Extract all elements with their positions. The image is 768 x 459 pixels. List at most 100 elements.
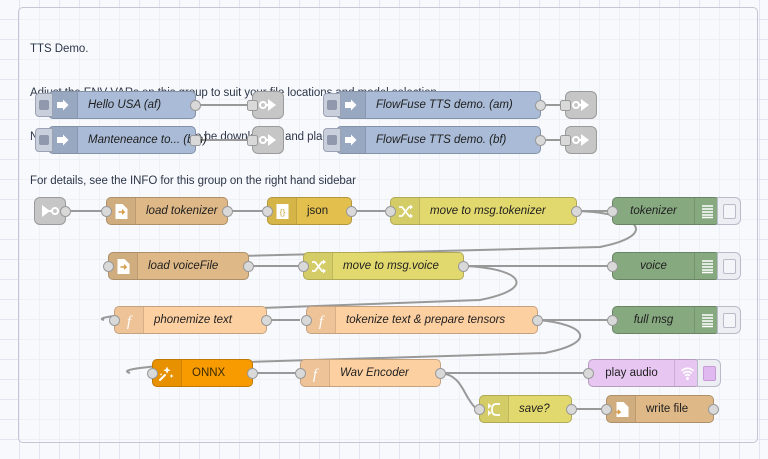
input-port[interactable] xyxy=(298,261,309,272)
input-port[interactable] xyxy=(103,261,114,272)
function-node-tokenize-text[interactable]: f tokenize text & prepare tensors xyxy=(301,306,543,334)
node-label: full msg xyxy=(633,314,674,326)
debug-node-tokenizer[interactable]: tokenizer xyxy=(607,197,741,225)
inject-trigger-button[interactable] xyxy=(323,128,341,152)
node-label: tokenize text & prepare tensors xyxy=(346,314,506,326)
link-in-node-1[interactable] xyxy=(34,197,71,225)
node-label: ONNX xyxy=(192,367,226,379)
group-comment-line-4: For details, see the INFO for this group… xyxy=(30,174,356,187)
json-node[interactable]: {} json xyxy=(262,197,357,225)
output-port[interactable] xyxy=(190,100,201,111)
output-port[interactable] xyxy=(535,135,546,146)
input-port[interactable] xyxy=(101,206,112,217)
input-port[interactable] xyxy=(560,135,571,146)
debug-toggle-button[interactable] xyxy=(717,197,741,225)
svg-text:f: f xyxy=(127,314,133,329)
onnx-node[interactable]: ONNX xyxy=(147,359,258,387)
link-in-icon xyxy=(35,198,65,224)
output-port[interactable] xyxy=(535,100,546,111)
group-comment-line-1: TTS Demo. xyxy=(30,43,89,56)
output-port[interactable] xyxy=(261,315,272,326)
debug-toggle-button[interactable] xyxy=(717,252,741,280)
link-out-node-3[interactable] xyxy=(560,91,597,119)
debug-lines-icon xyxy=(694,198,719,224)
change-node-move-to-voice[interactable]: move to msg.voice xyxy=(298,252,469,280)
output-port[interactable] xyxy=(346,206,357,217)
link-out-node-1[interactable] xyxy=(247,91,284,119)
output-port[interactable] xyxy=(247,368,258,379)
node-label: phonemize text xyxy=(154,314,232,326)
debug-lines-icon xyxy=(694,307,719,333)
switch-node-save[interactable]: save? xyxy=(474,395,577,423)
node-label: move to msg.tokenizer xyxy=(430,205,546,217)
output-port[interactable] xyxy=(435,368,446,379)
link-out-node-4[interactable] xyxy=(560,126,597,154)
function-node-wav-encoder[interactable]: f Wav Encoder xyxy=(295,359,446,387)
output-port[interactable] xyxy=(566,404,577,415)
node-label: move to msg.voice xyxy=(343,260,439,272)
node-label: load tokenizer xyxy=(146,205,218,217)
file-in-node-load-tokenizer[interactable]: load tokenizer xyxy=(101,197,233,225)
inject-node-hello-usa[interactable]: Hello USA (af) xyxy=(35,91,201,119)
node-label: Wav Encoder xyxy=(340,367,409,379)
debug-toggle-button[interactable] xyxy=(717,306,741,334)
input-port[interactable] xyxy=(147,368,158,379)
node-label: Hello USA (af) xyxy=(88,99,162,111)
output-port[interactable] xyxy=(708,404,719,415)
input-port[interactable] xyxy=(247,100,258,111)
inject-arrow-icon xyxy=(49,127,78,153)
output-port[interactable] xyxy=(222,206,233,217)
inject-arrow-icon xyxy=(337,92,366,118)
input-port[interactable] xyxy=(385,206,396,217)
node-label: FlowFuse TTS demo. (bf) xyxy=(376,134,507,146)
input-port[interactable] xyxy=(607,261,618,272)
debug-node-full-msg[interactable]: full msg xyxy=(607,306,741,334)
input-port[interactable] xyxy=(262,206,273,217)
svg-text:{}: {} xyxy=(279,207,285,217)
change-node-move-to-tokenizer[interactable]: move to msg.tokenizer xyxy=(385,197,582,225)
inject-trigger-button[interactable] xyxy=(323,93,341,117)
link-out-icon xyxy=(566,127,596,153)
function-node-phonemize-text[interactable]: f phonemize text xyxy=(109,306,272,334)
output-port[interactable] xyxy=(190,135,201,146)
input-port[interactable] xyxy=(301,315,312,326)
input-port[interactable] xyxy=(601,404,612,415)
link-out-node-2[interactable] xyxy=(247,126,284,154)
play-audio-toggle-button[interactable] xyxy=(697,359,721,387)
inject-trigger-button[interactable] xyxy=(35,93,53,117)
node-label: voice xyxy=(640,260,667,272)
node-label: tokenizer xyxy=(630,205,677,217)
debug-node-voice[interactable]: voice xyxy=(607,252,741,280)
input-port[interactable] xyxy=(607,206,618,217)
svg-text:f: f xyxy=(319,314,325,329)
input-port[interactable] xyxy=(607,315,618,326)
input-port[interactable] xyxy=(474,404,485,415)
input-port[interactable] xyxy=(295,368,306,379)
inject-trigger-button[interactable] xyxy=(35,128,53,152)
input-port[interactable] xyxy=(583,368,594,379)
file-in-node-load-voicefile[interactable]: load voiceFile xyxy=(103,252,254,280)
node-label: load voiceFile xyxy=(148,260,219,272)
inject-node-flowfuse-am[interactable]: FlowFuse TTS demo. (am) xyxy=(323,91,546,119)
input-port[interactable] xyxy=(247,135,258,146)
node-label: play audio xyxy=(605,367,658,379)
inject-arrow-icon xyxy=(49,92,78,118)
node-label: FlowFuse TTS demo. (am) xyxy=(376,99,513,111)
output-port[interactable] xyxy=(60,206,71,217)
link-out-icon xyxy=(253,92,283,118)
file-out-node-write-file[interactable]: write file xyxy=(601,395,719,423)
link-out-icon xyxy=(253,127,283,153)
output-port[interactable] xyxy=(571,206,582,217)
node-label: save? xyxy=(519,403,550,415)
output-port[interactable] xyxy=(458,261,469,272)
input-port[interactable] xyxy=(560,100,571,111)
output-port[interactable] xyxy=(243,261,254,272)
inject-node-flowfuse-bf[interactable]: FlowFuse TTS demo. (bf) xyxy=(323,126,546,154)
link-out-icon xyxy=(566,92,596,118)
output-port[interactable] xyxy=(532,315,543,326)
play-audio-node[interactable]: play audio xyxy=(583,359,721,387)
input-port[interactable] xyxy=(109,315,120,326)
inject-node-maintenance[interactable]: Manteneance to... (bm) xyxy=(35,126,207,154)
debug-lines-icon xyxy=(694,253,719,279)
